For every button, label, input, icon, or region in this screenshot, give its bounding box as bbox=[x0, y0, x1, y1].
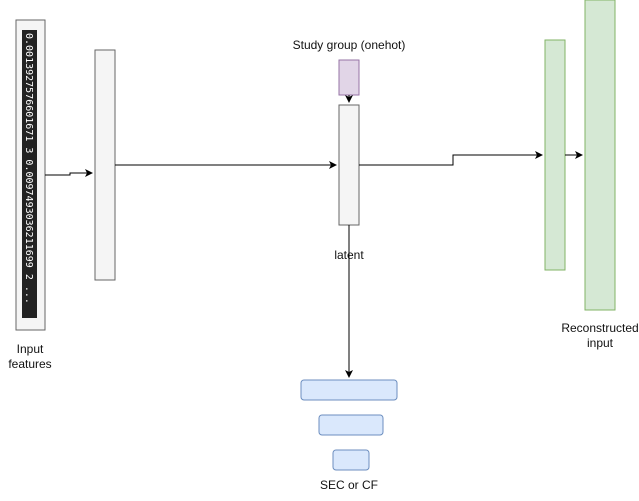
arrow-input-to-encoder bbox=[45, 169, 93, 177]
reconstructed-input-label-line2: input bbox=[586, 336, 614, 350]
reconstructed-input-block bbox=[584, 0, 616, 311]
classifier-layer-3 bbox=[332, 449, 370, 471]
input-features-label: Input features bbox=[0, 342, 60, 372]
input-features-label-line2: features bbox=[8, 357, 52, 371]
reconstructed-input-label-line1: Reconstructed bbox=[561, 321, 639, 335]
classifier-layer-2 bbox=[318, 414, 384, 436]
input-vector-strip bbox=[22, 30, 37, 318]
input-features-label-line1: Input bbox=[16, 342, 44, 356]
latent-block bbox=[338, 104, 360, 226]
encoder-layer bbox=[94, 49, 116, 281]
latent-label: latent bbox=[334, 248, 364, 262]
sec-or-cf-label: SEC or CF bbox=[319, 478, 378, 492]
classifier-layer-1 bbox=[300, 379, 398, 401]
decoder-layer bbox=[544, 39, 566, 271]
input-vector-text: 0.0013927576601671 3 0.0097493036211699 … bbox=[23, 33, 34, 304]
arrow-latent-to-decoder bbox=[359, 151, 543, 166]
reconstructed-input-label: Reconstructed input bbox=[545, 321, 639, 351]
study-group-label: Study group (onehot) bbox=[292, 38, 406, 52]
study-group-block bbox=[338, 59, 360, 96]
